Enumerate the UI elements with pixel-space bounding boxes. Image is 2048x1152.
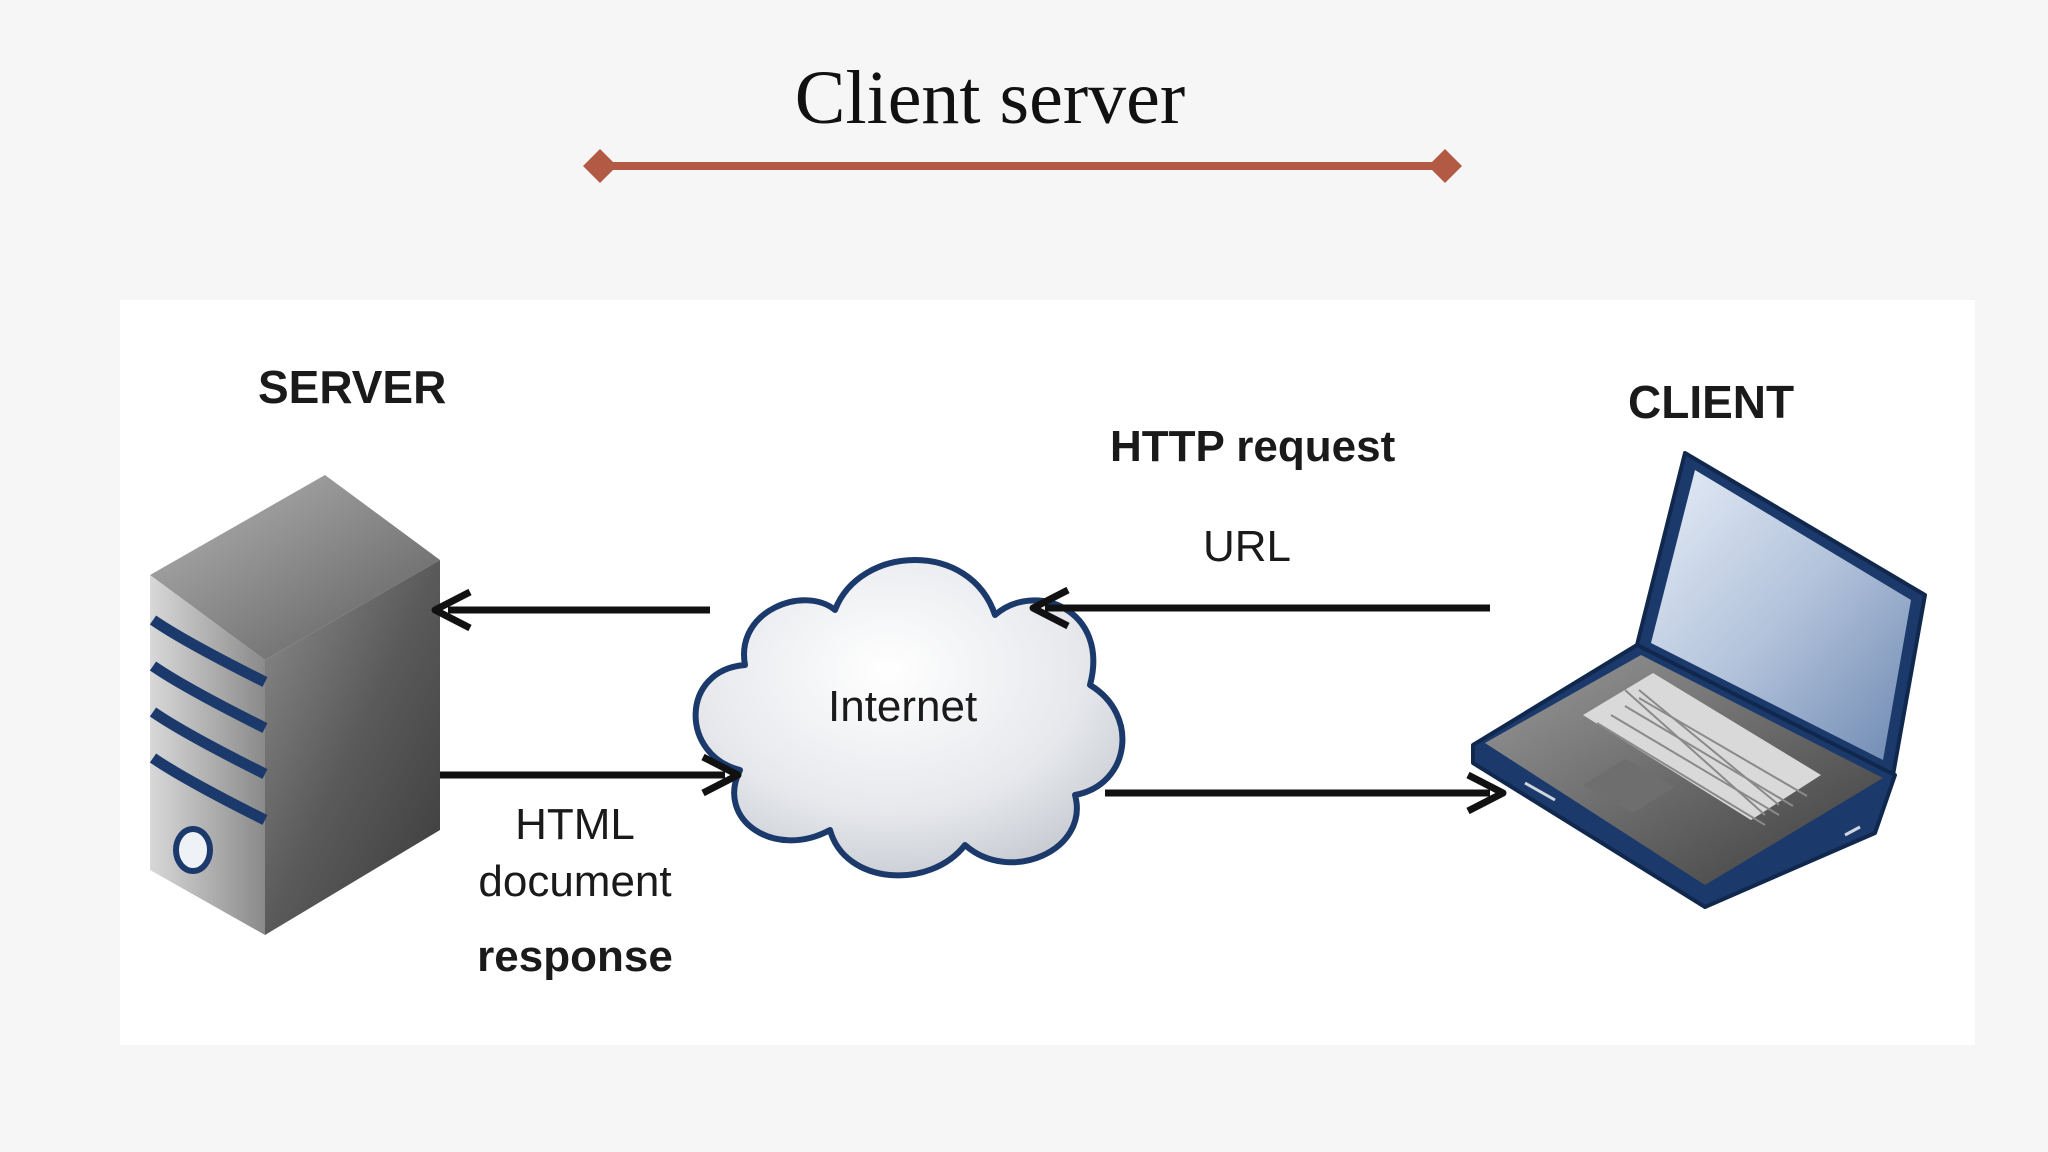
html-label: HTML <box>515 800 635 849</box>
internet-label: Internet <box>828 682 978 731</box>
response-label: response <box>477 932 673 981</box>
http-request-label: HTTP request <box>1110 422 1396 471</box>
server-tower-icon <box>149 475 440 935</box>
response-to-client-arrow <box>1105 771 1507 815</box>
document-label: document <box>478 857 672 906</box>
request-to-internet-arrow <box>1029 586 1490 630</box>
laptop-icon <box>1471 451 1927 909</box>
request-to-server-arrow <box>431 588 710 632</box>
cloud-icon <box>692 557 1126 879</box>
server-label: SERVER <box>258 361 447 413</box>
title-divider <box>583 149 1462 183</box>
client-label: CLIENT <box>1628 376 1795 428</box>
page-title: Client server <box>794 56 1186 140</box>
url-label: URL <box>1203 522 1292 571</box>
response-to-internet-arrow <box>440 753 742 797</box>
